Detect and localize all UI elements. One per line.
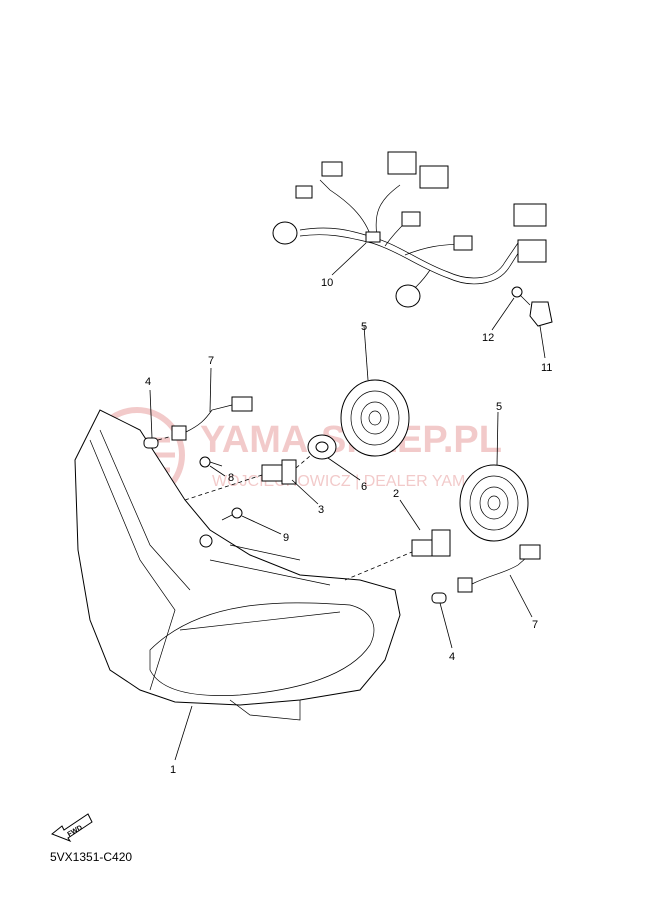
callout-5-lower: 5 bbox=[496, 401, 502, 413]
cover-5-lower bbox=[459, 464, 529, 542]
wire-harness bbox=[272, 151, 547, 308]
callout-12: 12 bbox=[482, 332, 494, 344]
clip-11 bbox=[529, 301, 553, 327]
callout-8: 8 bbox=[228, 472, 234, 484]
callout-9: 9 bbox=[283, 532, 289, 544]
callout-3: 3 bbox=[318, 504, 324, 516]
callout-5-upper: 5 bbox=[361, 321, 367, 333]
watermark-tagline: WOJCIECHOWICZ | DEALER YAMAHA bbox=[212, 473, 499, 490]
callout-1: 1 bbox=[170, 764, 176, 776]
leader-lines bbox=[149, 242, 546, 761]
callout-6: 6 bbox=[361, 481, 367, 493]
screw-9 bbox=[221, 507, 243, 521]
bulb-3 bbox=[261, 459, 297, 485]
callout-10: 10 bbox=[321, 277, 333, 289]
callout-7-lower: 7 bbox=[532, 619, 538, 631]
bulb-2 bbox=[411, 529, 451, 557]
callouts: 1 2 3 4 4 5 5 6 7 7 8 9 10 11 12 bbox=[145, 277, 552, 776]
screw-12 bbox=[511, 286, 531, 306]
callout-2: 2 bbox=[393, 488, 399, 500]
assembly-lines bbox=[157, 435, 413, 581]
forward-arrow-icon: FWD bbox=[51, 813, 93, 842]
socket-6 bbox=[307, 434, 337, 460]
position-bulb-4-upper bbox=[143, 437, 159, 449]
screw-8 bbox=[199, 456, 223, 468]
callout-7-upper: 7 bbox=[208, 355, 214, 367]
headlight-housing bbox=[74, 409, 401, 721]
callout-4-upper: 4 bbox=[145, 376, 151, 388]
cover-5-upper bbox=[340, 379, 410, 457]
diagram-code: 5VX1351-C420 bbox=[50, 850, 133, 864]
lead-7-upper bbox=[171, 396, 253, 441]
lead-7-lower bbox=[457, 544, 541, 593]
position-bulb-4-lower bbox=[431, 592, 447, 604]
callout-4-lower: 4 bbox=[449, 651, 455, 663]
callout-11: 11 bbox=[541, 362, 552, 374]
